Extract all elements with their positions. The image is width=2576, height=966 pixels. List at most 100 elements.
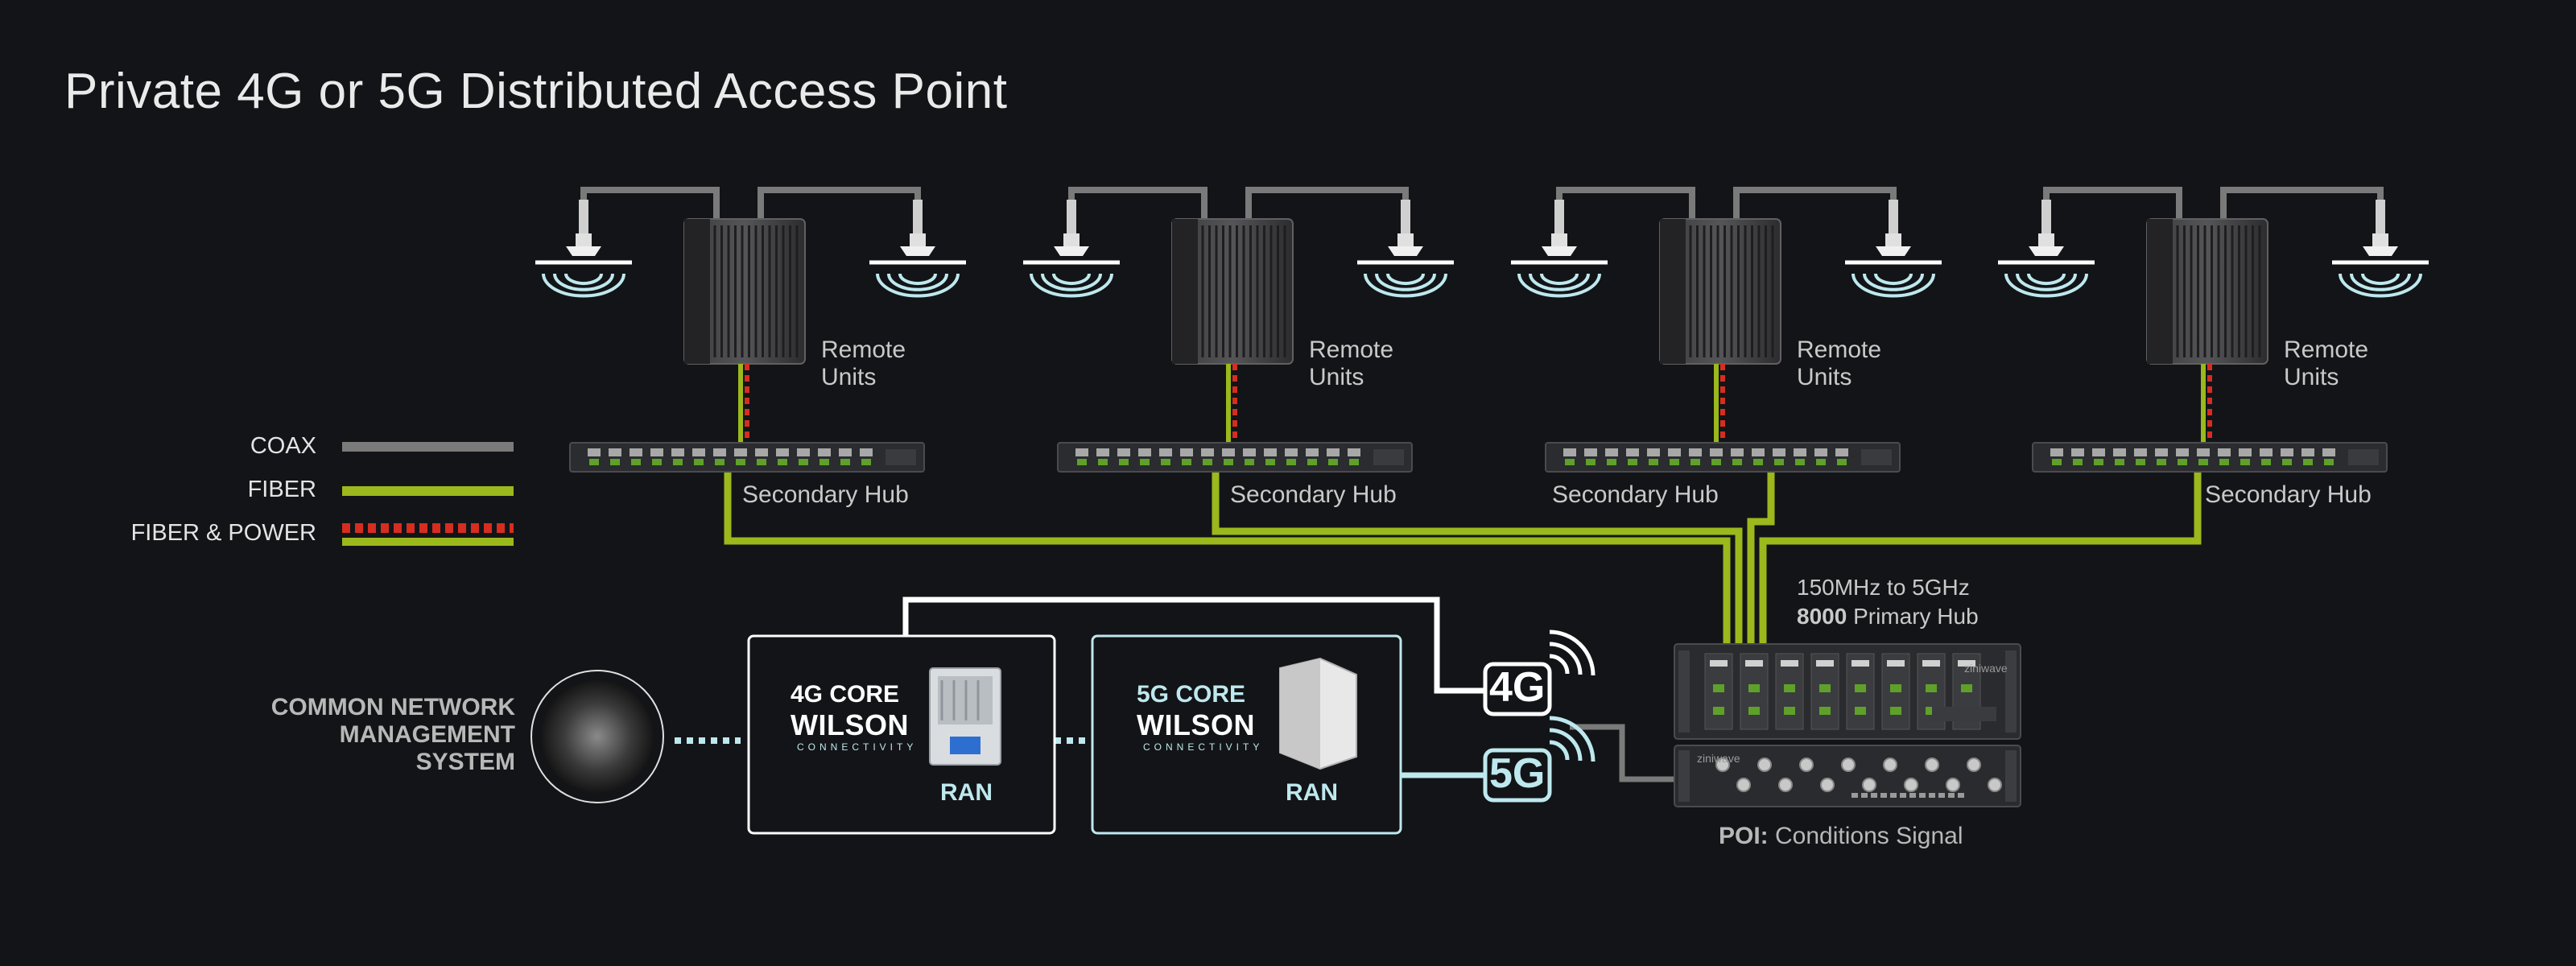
- cnms-label: COMMON NETWORK MANAGEMENT SYSTEM: [217, 694, 515, 776]
- legend-lines: [342, 442, 514, 546]
- poi-port: [1715, 758, 1730, 772]
- coax-left-2: [1068, 187, 1208, 219]
- core4g-box: [747, 634, 1056, 835]
- legend-fiber-label: FIBER: [247, 477, 316, 502]
- poi-port: [1799, 758, 1814, 772]
- poi-port: [1778, 778, 1793, 792]
- secondary-hub-device: [1545, 442, 1901, 473]
- secondary-hub-device: [2032, 442, 2388, 473]
- ceiling-antenna-icon: [1023, 200, 1120, 298]
- remote-units-line-1: Remote: [1309, 336, 1394, 363]
- poi-port: [1736, 778, 1751, 792]
- cnms-line-1: COMMON NETWORK: [270, 694, 515, 720]
- remote-unit-device: [683, 218, 806, 365]
- secondary-hub-device: [1057, 442, 1413, 473]
- band-4g-badge: [1483, 630, 1596, 716]
- secondary-hub-label: Secondary Hub: [742, 481, 909, 508]
- poi-text: Conditions Signal: [1775, 823, 1963, 849]
- hub-module: [1775, 653, 1804, 730]
- page-title: Private 4G or 5G Distributed Access Poin…: [64, 64, 1008, 119]
- primary-hub-name: Primary Hub: [1853, 604, 1979, 629]
- secondary-hub-label: Secondary Hub: [1552, 481, 1719, 508]
- hub-module: [1846, 653, 1875, 730]
- poi-port: [1904, 778, 1918, 792]
- remote-units-line-2: Units: [1309, 364, 1364, 390]
- poi-port: [1820, 778, 1835, 792]
- poi-port: [1883, 758, 1897, 772]
- ceiling-antenna-icon: [1357, 200, 1454, 298]
- core4g-brand: WILSON: [791, 708, 909, 741]
- remote-unit-device: [1659, 218, 1781, 365]
- primary-hub-model: 8000: [1797, 604, 1847, 629]
- core5g-ran: RAN: [1286, 779, 1338, 806]
- remote-unit-device: [1171, 218, 1294, 365]
- primary-hub-brand: ziniwave: [1964, 662, 2008, 675]
- core4g-sub: CONNECTIVITY: [797, 741, 918, 753]
- hub-module: [1810, 653, 1839, 730]
- coax-right-2: [1245, 187, 1409, 219]
- remote-units-line-1: Remote: [821, 336, 906, 363]
- remote-group-1: [535, 187, 966, 473]
- coax-right-1: [758, 187, 921, 219]
- remote-units-line-2: Units: [2284, 364, 2339, 390]
- poi-brand: ziniwave: [1697, 752, 1740, 765]
- poi-port: [1946, 778, 1960, 792]
- poi-port: [1841, 758, 1856, 772]
- legend-coax-label: COAX: [250, 433, 316, 459]
- hub-module: [1881, 653, 1910, 730]
- coax-left-4: [2043, 187, 2182, 219]
- remote-group-3: [1511, 187, 1942, 473]
- poi-bold: POI:: [1719, 823, 1769, 849]
- remote-units-line-1: Remote: [1797, 336, 1882, 363]
- band-5g-badge: [1483, 716, 1596, 803]
- secondary-hub-label: Secondary Hub: [1230, 481, 1397, 508]
- fiber-bus: [724, 470, 2202, 644]
- coax-right-3: [1733, 187, 1897, 219]
- poi-port: [1925, 758, 1939, 772]
- remote-unit-device: [2146, 218, 2268, 365]
- core5g-sub: CONNECTIVITY: [1143, 741, 1264, 753]
- ran-links: [675, 597, 1674, 782]
- legend-fiber-power-label: FIBER & POWER: [130, 520, 316, 546]
- primary-hub-title: 8000 Primary Hub: [1797, 602, 1979, 631]
- poi-port: [1967, 758, 1981, 772]
- hub-module: [1704, 653, 1733, 730]
- cnms-line-2: MANAGEMENT: [339, 721, 515, 748]
- band-5g-text: 5G: [1489, 750, 1546, 797]
- core5g-title: 5G CORE: [1137, 681, 1246, 708]
- hub-module: [1740, 653, 1769, 730]
- remote-group-2: [1023, 187, 1454, 473]
- remote-group-4: [1998, 187, 2429, 473]
- coax-left-3: [1556, 187, 1695, 219]
- remote-units-line-2: Units: [821, 364, 877, 390]
- core4g-title: 4G CORE: [791, 681, 900, 708]
- coax-right-4: [2220, 187, 2384, 219]
- core5g-brand: WILSON: [1137, 708, 1255, 741]
- secondary-hub-label: Secondary Hub: [2205, 481, 2372, 508]
- ceiling-antenna-icon: [1845, 200, 1942, 298]
- cnms-line-3: SYSTEM: [415, 749, 515, 775]
- ceiling-antenna-icon: [535, 200, 632, 298]
- ceiling-antenna-icon: [1511, 200, 1608, 298]
- primary-hub-rack: [1674, 643, 2021, 807]
- ceiling-antenna-icon: [1998, 200, 2095, 298]
- band-4g-text: 4G: [1489, 664, 1546, 711]
- poi-label: POI: Conditions Signal: [1719, 823, 1963, 850]
- ran-4g-device: [929, 667, 1001, 766]
- core5g-box: [1091, 634, 1402, 835]
- remote-groups: [535, 187, 2429, 473]
- core4g-ran: RAN: [940, 779, 993, 806]
- primary-hub-range: 150MHz to 5GHz: [1797, 575, 1970, 600]
- secondary-hub-device: [569, 442, 925, 473]
- primary-hub-label: 150MHz to 5GHz 8000 Primary Hub: [1797, 573, 1979, 631]
- cnms-sphere: [530, 670, 664, 803]
- poi-port: [1757, 758, 1772, 772]
- ran-5g-device: [1279, 657, 1357, 770]
- remote-units-line-2: Units: [1797, 364, 1852, 390]
- coax-left-1: [580, 187, 720, 219]
